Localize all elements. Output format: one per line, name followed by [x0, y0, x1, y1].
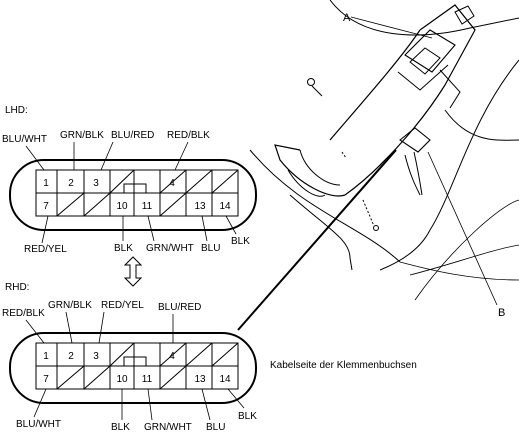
empty-cavity-mark	[185, 342, 213, 367]
rhd-wire-labels: RED/BLK GRN/BLK RED/YEL BLU/RED BLU/WHT …	[2, 300, 257, 433]
lhd-pin-3: 3	[93, 178, 99, 189]
rhd-pin-4: 4	[169, 351, 175, 362]
empty-cavity-mark	[83, 192, 111, 217]
lhd-wire-grn-blk: GRN/BLK	[60, 130, 104, 141]
lhd-pin-10: 10	[116, 201, 128, 212]
leader-line	[237, 149, 397, 331]
empty-cavity-mark	[56, 192, 85, 217]
callout-a: A	[343, 12, 433, 39]
lhd-wire-red-blk: RED/BLK	[167, 130, 210, 141]
door-panel-illustration	[249, 0, 519, 301]
callout-a-label: A	[343, 12, 351, 24]
lhd-wire-blu: BLU	[201, 243, 220, 254]
rhd-connector: 1 2 3 4 7 10 11 13 14	[9, 332, 257, 404]
empty-cavity-mark	[83, 365, 111, 390]
rhd-title: RHD:	[5, 282, 29, 293]
empty-cavity-mark	[211, 169, 239, 194]
rhd-wire-blk-14: BLK	[238, 411, 257, 422]
lhd-wire-labels: BLU/WHT GRN/BLK BLU/RED RED/BLK RED/YEL …	[2, 130, 250, 255]
lhd-pin-4: 4	[169, 178, 175, 189]
empty-cavity-mark	[159, 192, 187, 217]
lhd-wire-red-yel: RED/YEL	[24, 244, 67, 255]
empty-cavity-mark	[159, 169, 187, 194]
empty-cavity-mark	[159, 342, 187, 367]
empty-cavity-mark	[159, 365, 187, 390]
empty-cavity-mark	[109, 169, 135, 194]
rhd-pin-2: 2	[68, 351, 74, 362]
rhd-wire-red-blk: RED/BLK	[2, 308, 45, 319]
lhd-connector: 1 2 3 4 7 10 11 13 14	[9, 159, 257, 231]
rhd-pin-10: 10	[116, 374, 128, 385]
rhd-pin-7: 7	[43, 374, 49, 385]
rhd-wire-grn-blk: GRN/BLK	[48, 300, 92, 311]
lhd-wire-blk-10: BLK	[114, 243, 133, 254]
lhd-wire-blu-red: BLU/RED	[111, 130, 154, 141]
lhd-title: LHD:	[5, 105, 28, 116]
empty-cavity-mark	[211, 342, 239, 367]
callout-b: B	[427, 151, 505, 319]
lhd-wire-blk-14: BLK	[231, 236, 250, 247]
lhd-wire-grn-wht: GRN/WHT	[146, 243, 194, 254]
lhd-pin-11: 11	[142, 201, 153, 212]
empty-cavity-mark	[109, 342, 135, 367]
rhd-wire-blu: BLU	[206, 422, 225, 433]
rhd-wire-blu-wht: BLU/WHT	[16, 419, 61, 430]
rhd-wire-blu-red: BLU/RED	[158, 302, 201, 313]
caption: Kabelseite der Klemmenbuchsen	[270, 360, 417, 371]
empty-cavity-mark	[185, 169, 213, 194]
lhd-pin-1: 1	[43, 178, 49, 189]
lhd-pin-7: 7	[43, 201, 49, 212]
rhd-wire-blk-10: BLK	[111, 422, 130, 433]
lhd-pin-14: 14	[219, 201, 231, 212]
rhd-pin-14: 14	[219, 374, 231, 385]
callout-b-label: B	[498, 307, 505, 319]
empty-cavity-mark	[56, 365, 85, 390]
rhd-pin-3: 3	[93, 351, 99, 362]
rhd-pin-13: 13	[194, 374, 206, 385]
lhd-wire-blu-wht: BLU/WHT	[2, 134, 47, 145]
rhd-wire-grn-wht: GRN/WHT	[144, 422, 192, 433]
lhd-pin-2: 2	[68, 178, 74, 189]
lhd-pin-13: 13	[194, 201, 206, 212]
double-arrow-icon	[123, 256, 143, 287]
rhd-pin-1: 1	[43, 351, 49, 362]
rhd-pin-11: 11	[142, 374, 153, 385]
rhd-wire-red-yel: RED/YEL	[101, 300, 144, 311]
